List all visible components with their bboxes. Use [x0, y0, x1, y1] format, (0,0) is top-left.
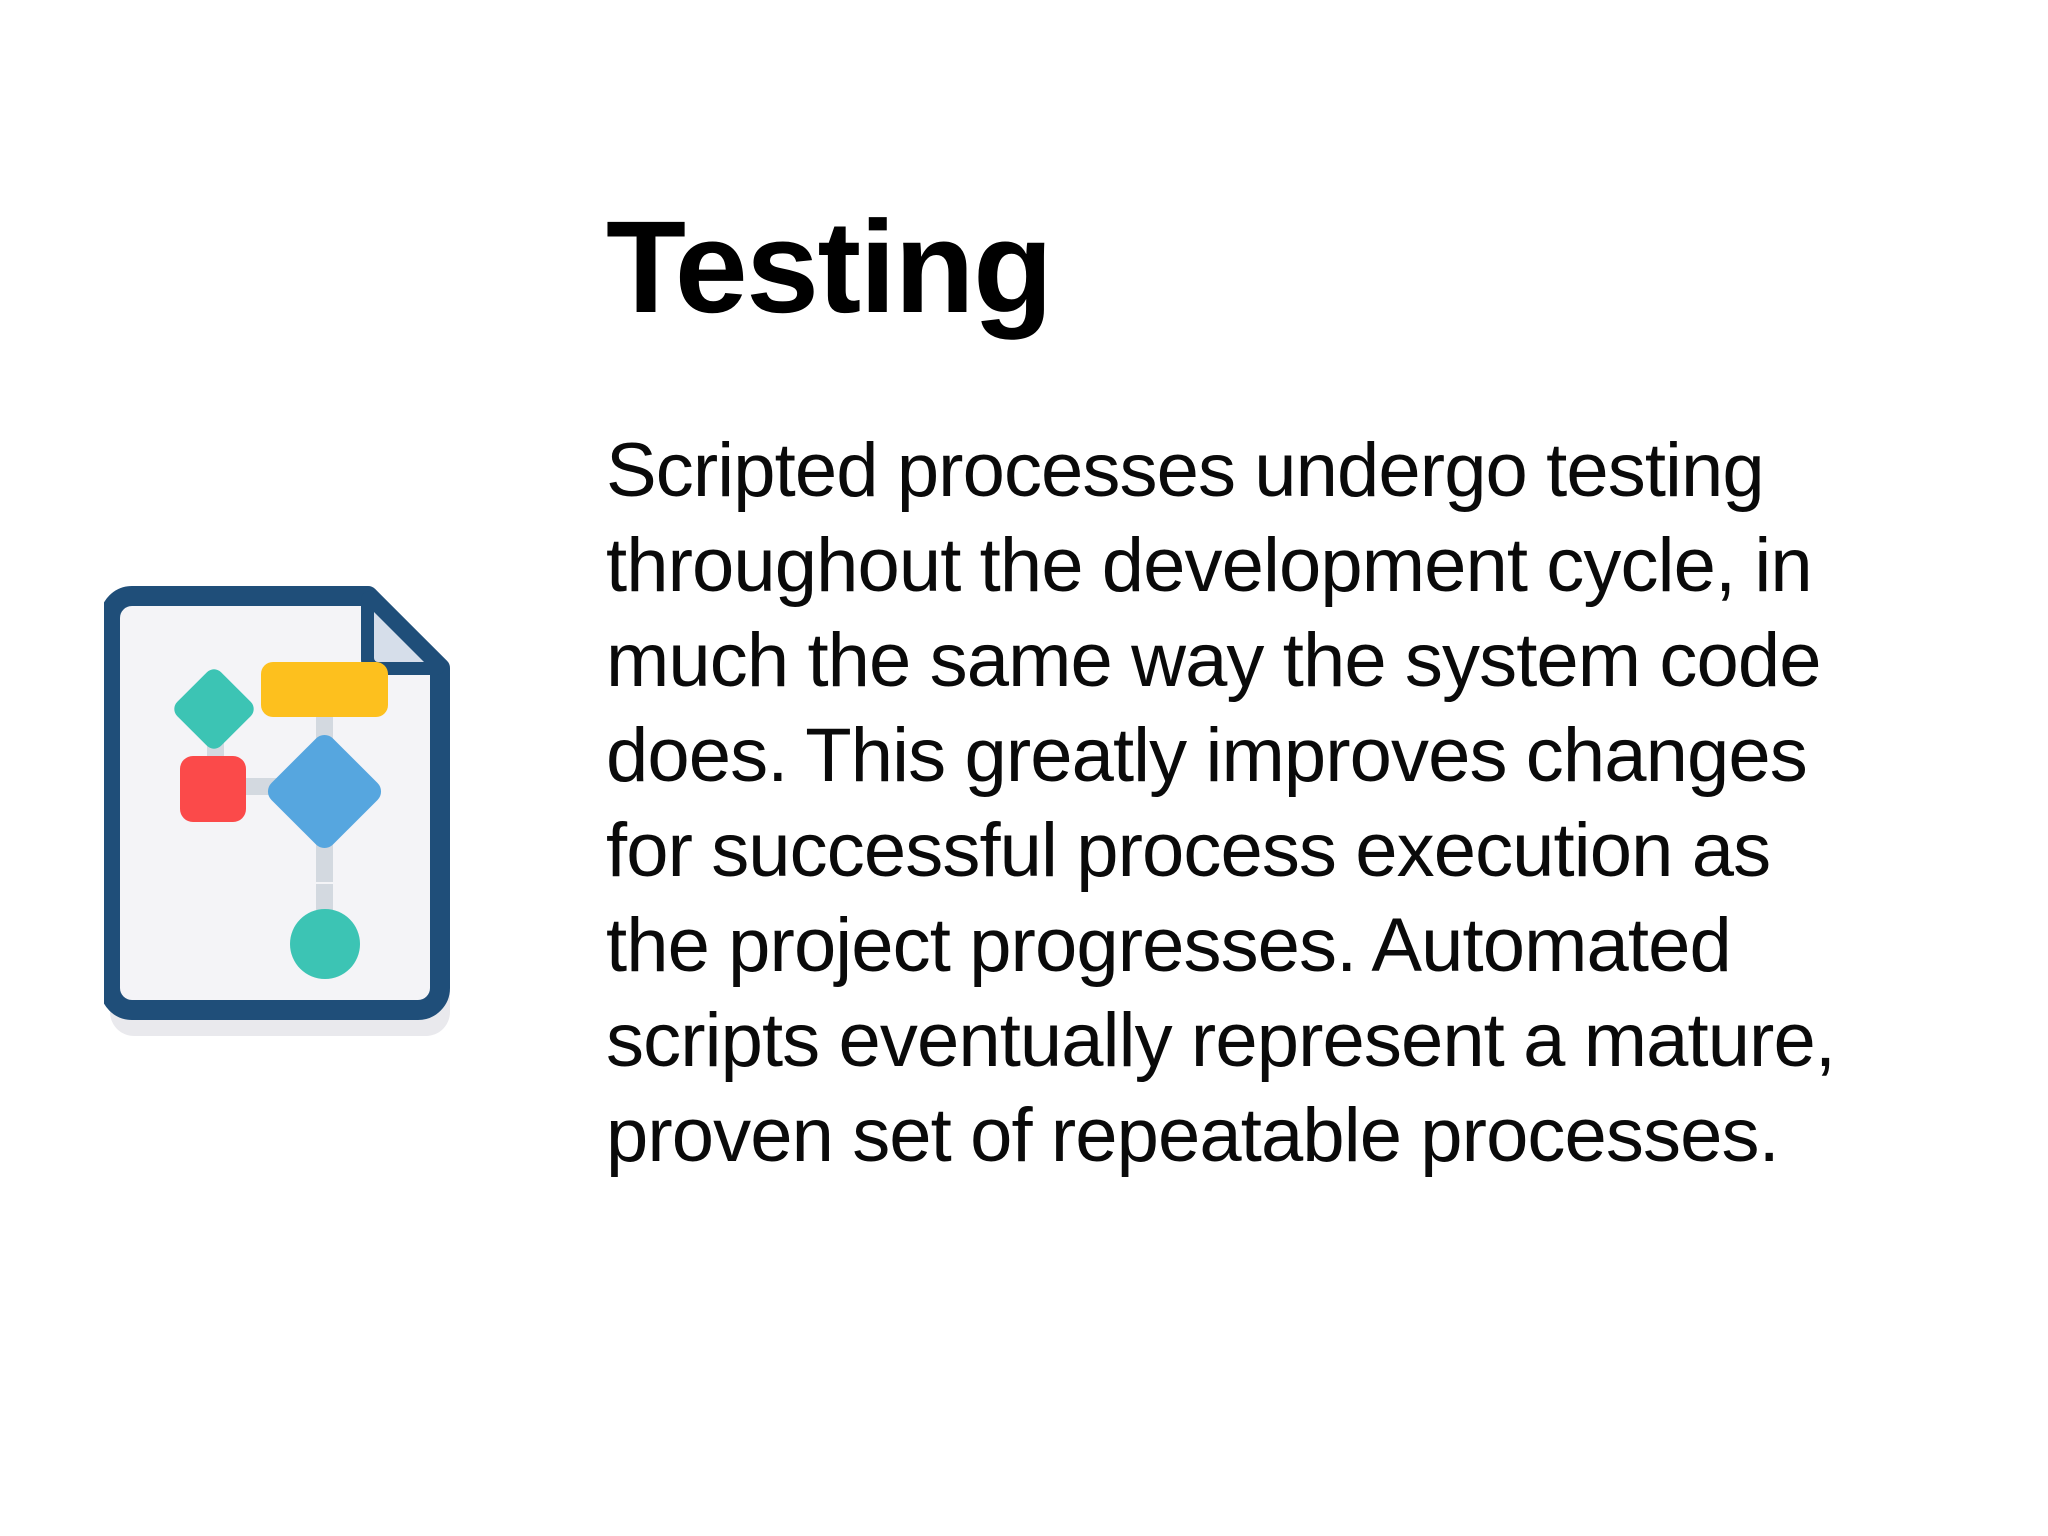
connector-blue-diamond-to-teal-circle-lower: [316, 884, 333, 910]
red-square-node: [180, 756, 246, 822]
blue-diamond-node: [267, 734, 382, 849]
slide-title: Testing: [606, 193, 1053, 340]
connector-blue-diamond-to-teal-circle: [316, 838, 333, 882]
process-flowchart-document-icon: [104, 566, 504, 1036]
text-column: Testing Scripted processes undergo testi…: [606, 196, 1898, 1183]
yellow-rectangle-node: [261, 662, 388, 717]
flowchart-document-svg: [104, 586, 450, 1036]
teal-diamond-node: [174, 669, 254, 749]
slide-body-paragraph: Scripted processes undergo testing throu…: [606, 428, 1836, 1179]
teal-circle-node: [290, 909, 360, 979]
document-folded-corner-fill: [374, 612, 424, 662]
